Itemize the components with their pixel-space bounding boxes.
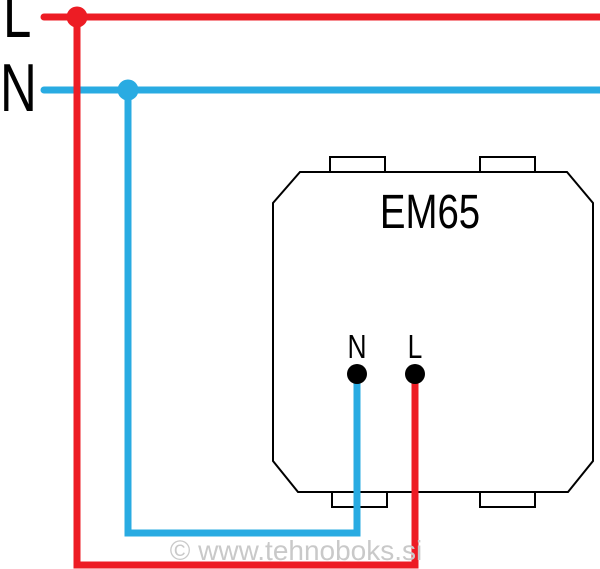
device-mounting-tab-bottom-right [479, 491, 536, 508]
terminal-n-label: N [347, 328, 367, 365]
terminal-n-dot [347, 364, 367, 384]
device-mounting-tab-top-right [479, 156, 536, 173]
device-mounting-tab-top-left [329, 156, 386, 173]
neutral-junction-dot [117, 79, 139, 101]
neutral-wire [124, 86, 361, 537]
live-junction-dot [66, 6, 88, 28]
live-bus-label: L [3, 0, 32, 52]
terminal-l-label: L [407, 328, 423, 365]
neutral-bus-label: N [0, 50, 37, 126]
live-wire [73, 13, 419, 569]
terminal-l-dot [405, 364, 425, 384]
device-body [272, 171, 594, 493]
device-model-label: EM65 [379, 186, 481, 239]
device [272, 156, 594, 508]
watermark: © www.tehnoboks.si [169, 535, 423, 566]
